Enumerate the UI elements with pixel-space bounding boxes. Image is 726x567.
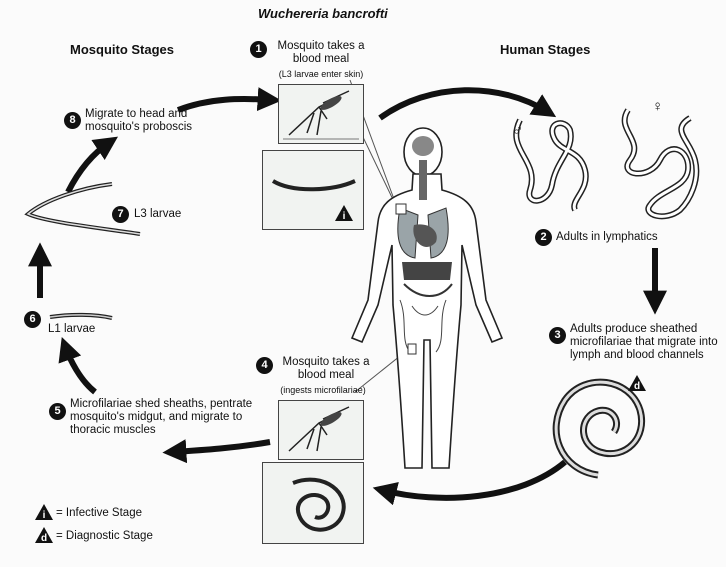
- legend-infective-icon: i: [35, 504, 53, 521]
- legend-infective-label: = Infective Stage: [56, 507, 142, 519]
- human-organs: [397, 136, 453, 353]
- heading-human-stages: Human Stages: [500, 42, 591, 57]
- step-8-label: Migrate to head and mosquito's proboscis: [85, 108, 193, 133]
- step-7-label: L3 larvae: [134, 208, 182, 220]
- arrow-5-to-6: [58, 336, 97, 395]
- step-4-note: (ingests microfilariae): [280, 385, 366, 395]
- step-2-label: Adults in lymphatics: [556, 231, 658, 243]
- step-1-label: Mosquito takes a blood meal: [277, 40, 365, 65]
- legend-diagnostic-letter: d: [41, 533, 47, 544]
- arrow-7-to-8: [65, 136, 118, 194]
- step-4-number: 4: [256, 357, 273, 374]
- infective-marker-letter: i: [343, 211, 346, 222]
- mosquito-illustration-bottom: [288, 406, 350, 452]
- microfilariae-illustration: [292, 477, 346, 532]
- microfilaria-coil: [552, 378, 645, 479]
- skin-site-marker-bottom: [407, 343, 417, 355]
- male-adult-worm-inner: [514, 119, 588, 211]
- skin-site-marker-top: [395, 203, 407, 215]
- mosquito-illustration: [283, 90, 359, 140]
- mosquito-feeding-box-top: [278, 84, 364, 144]
- step-1-note: (L3 larvae enter skin): [278, 69, 364, 79]
- step-5-number: 5: [49, 403, 66, 420]
- arrow-4-to-5: [162, 439, 271, 464]
- l3-larva-inner: [26, 183, 141, 235]
- step-2-number: 2: [535, 229, 552, 246]
- legend-infective-letter: i: [43, 510, 46, 521]
- diagram-title: Wuchereria bancrofti: [258, 6, 388, 21]
- infective-stage-marker: i: [335, 205, 353, 222]
- l1-larva-inner: [49, 314, 113, 319]
- diagnostic-stage-marker: d: [628, 375, 646, 392]
- l3-larva-in-skin-illustration: [271, 179, 356, 192]
- female-symbol: ♀: [652, 98, 664, 115]
- arrow-3-to-4: [372, 459, 567, 506]
- step-4-label: Mosquito takes a blood meal: [282, 356, 370, 381]
- step-8-number: 8: [64, 112, 81, 129]
- step-6-label: L1 larvae: [48, 323, 96, 335]
- female-adult-worm: [621, 108, 700, 220]
- female-adult-worm-inner: [623, 109, 698, 218]
- diagnostic-marker-letter: d: [634, 381, 640, 392]
- step-6-number: 6: [24, 311, 41, 328]
- step-1-number: 1: [250, 41, 267, 58]
- arrow-1-to-2: [378, 87, 557, 121]
- step-3-label: Adults produce sheathed microfilariae th…: [570, 323, 718, 361]
- arrow-8-to-1: [176, 87, 282, 113]
- heading-mosquito-stages: Mosquito Stages: [70, 42, 175, 57]
- step-5-label: Microfilariae shed sheaths, pentrate mos…: [70, 398, 253, 436]
- legend-diagnostic-icon: d: [35, 527, 53, 544]
- legend-diagnostic-label: = Diagnostic Stage: [56, 530, 153, 542]
- step-3-number: 3: [549, 327, 566, 344]
- step-7-number: 7: [112, 206, 129, 223]
- microfilariae-box: [262, 462, 364, 544]
- male-symbol: ♂: [512, 122, 524, 139]
- mosquito-feeding-box-bottom: [278, 400, 364, 460]
